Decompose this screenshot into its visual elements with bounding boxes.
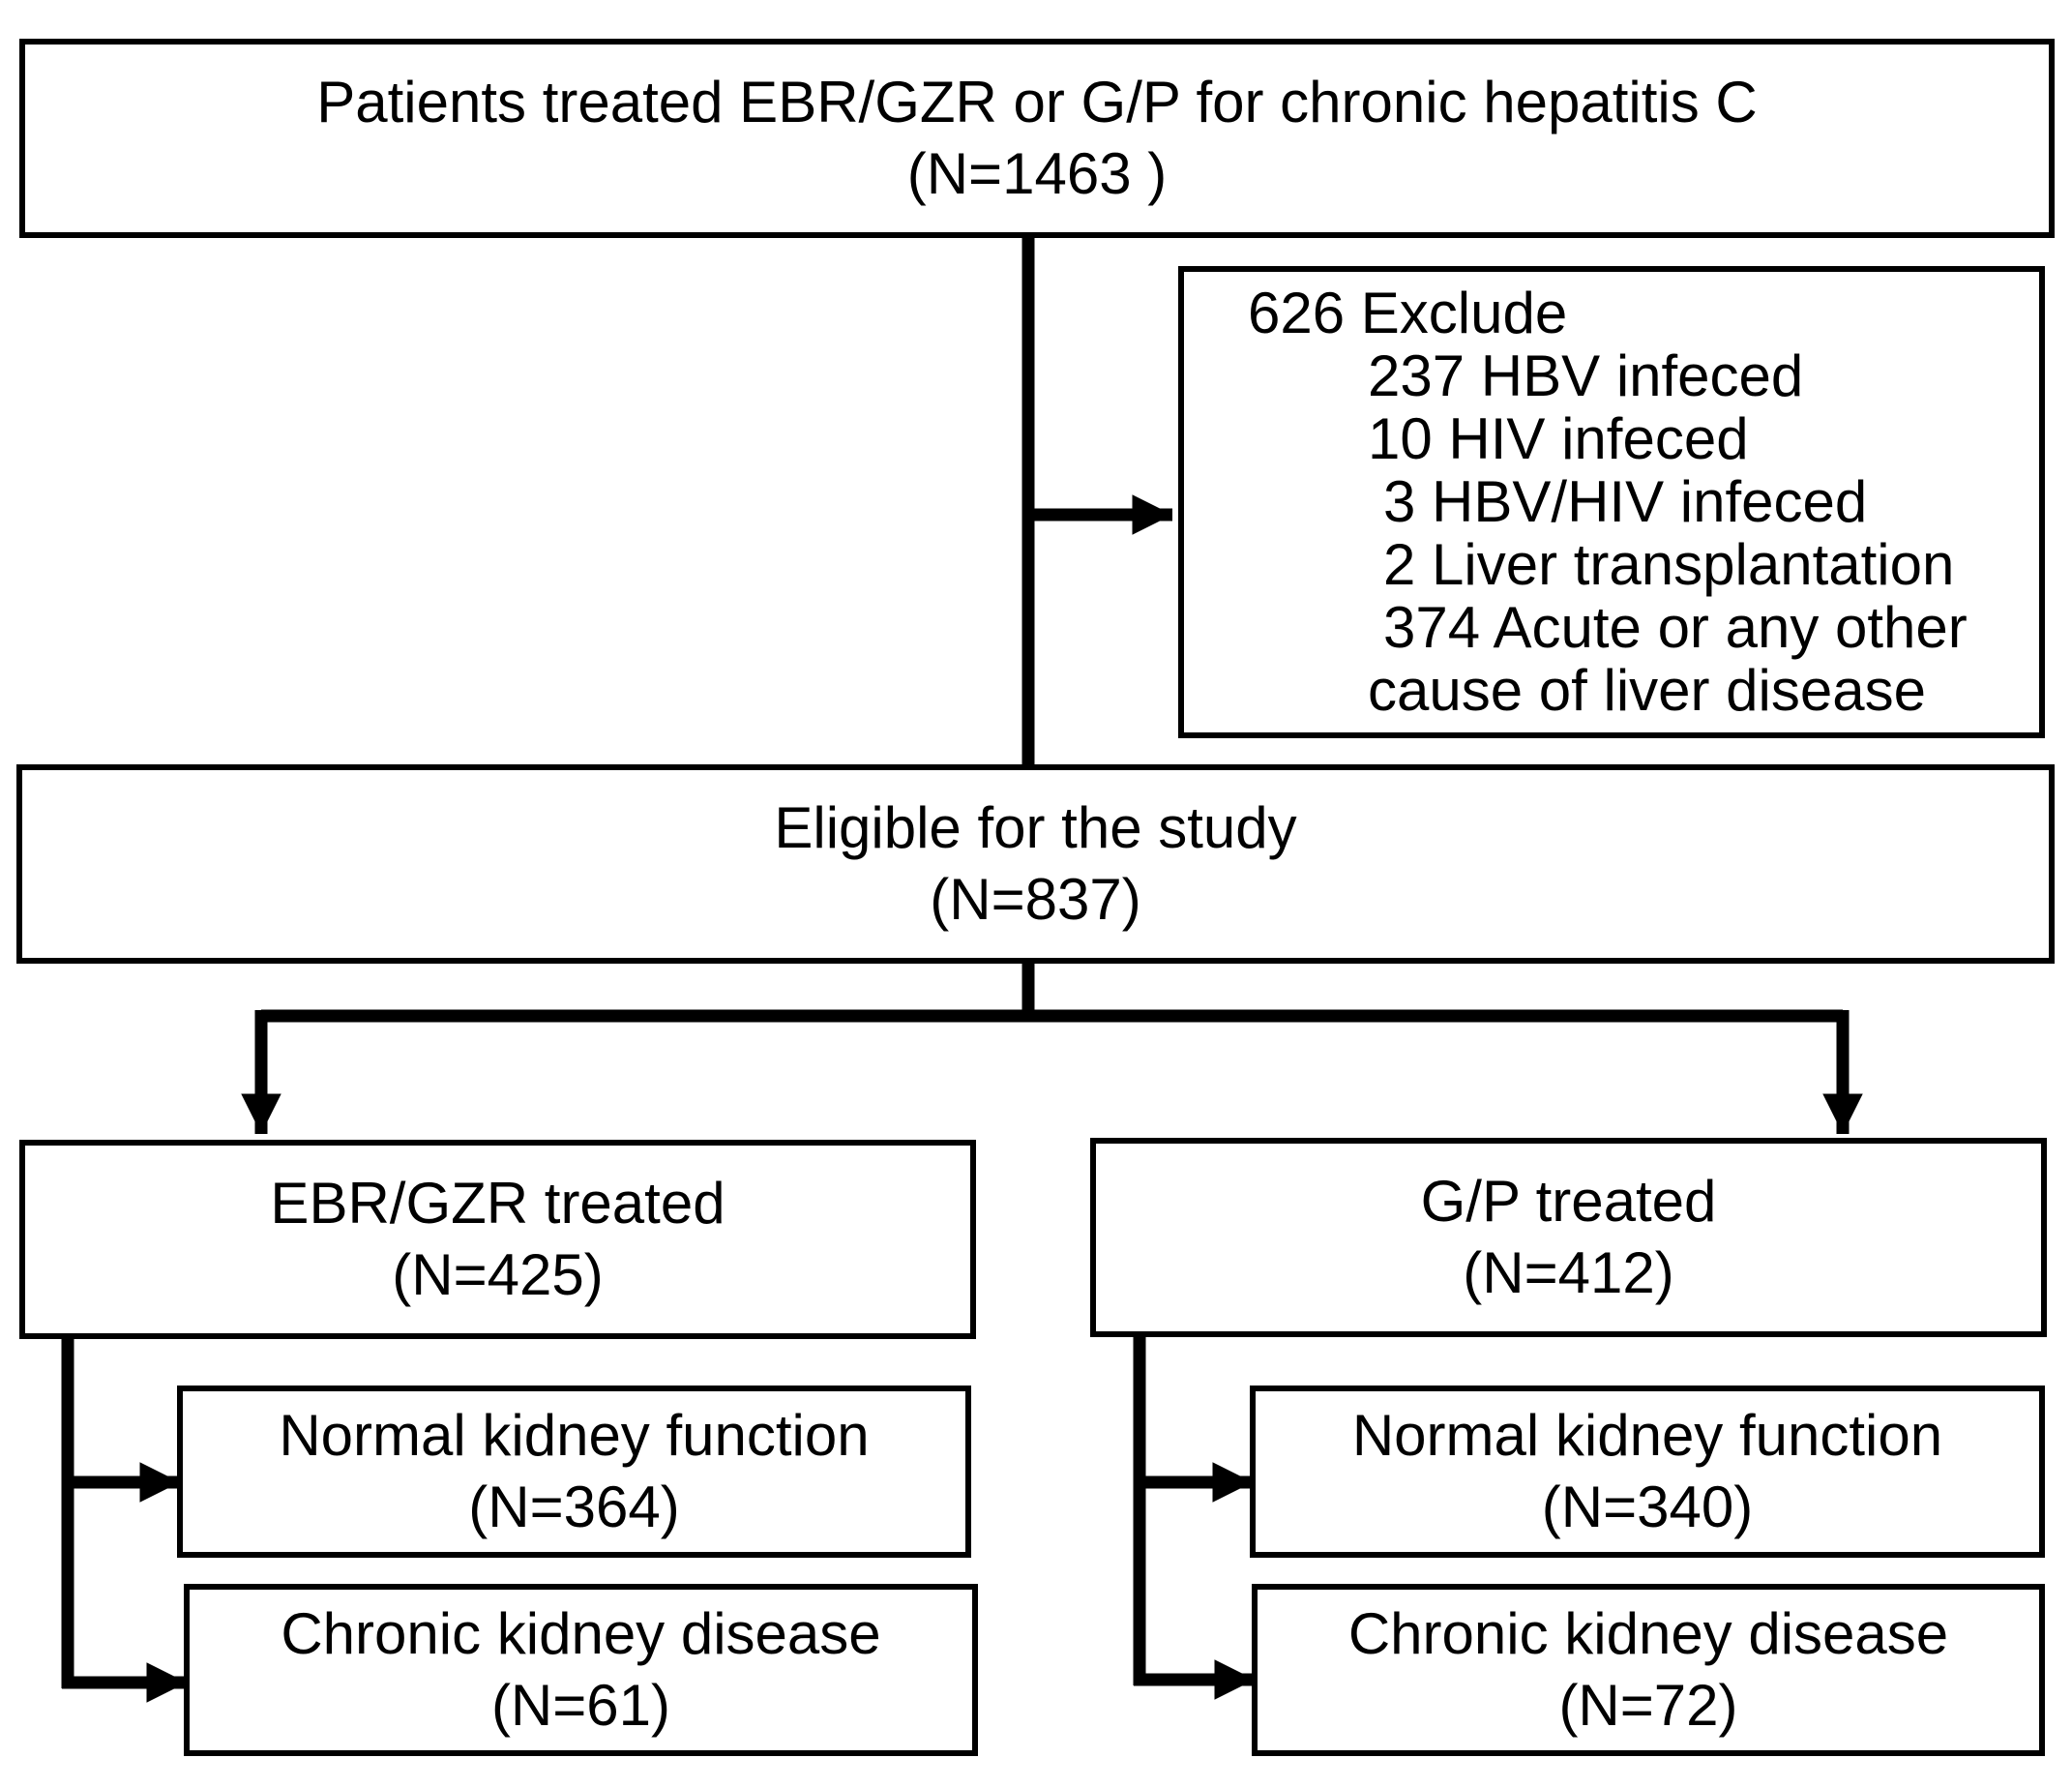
gp-normal-title: Normal kidney function: [1351, 1403, 1943, 1468]
ebr-normal-kidney-box: Normal kidney function (N=364): [177, 1386, 971, 1558]
exclude-box: 626 Exclude 237 HBV infeced 10 HIV infec…: [1178, 266, 2045, 738]
gp-ckd-box: Chronic kidney disease (N=72): [1252, 1584, 2045, 1756]
exclude-item: 374 Acute or any other: [1383, 595, 1968, 660]
ebr-gzr-box: EBR/GZR treated (N=425): [19, 1140, 976, 1339]
patients-count: (N=1463 ): [906, 141, 1168, 206]
exclude-item: 237 HBV infeced: [1368, 343, 1804, 408]
ebr-gzr-count: (N=425): [392, 1242, 604, 1307]
gp-normal-count: (N=340): [1541, 1475, 1754, 1539]
eligible-count: (N=837): [930, 867, 1141, 932]
gp-ckd-title: Chronic kidney disease: [1347, 1601, 1949, 1666]
ebr-normal-count: (N=364): [468, 1475, 680, 1539]
patients-title: Patients treated EBR/GZR or G/P for chro…: [316, 70, 1758, 134]
ebr-ckd-count: (N=61): [490, 1673, 671, 1738]
ebr-ckd-title: Chronic kidney disease: [281, 1601, 881, 1666]
gp-ckd-count: (N=72): [1558, 1673, 1738, 1738]
eligible-title: Eligible for the study: [774, 795, 1297, 860]
exclude-item: 3 HBV/HIV infeced: [1383, 469, 1868, 534]
ebr-gzr-title: EBR/GZR treated: [270, 1171, 725, 1236]
gp-normal-kidney-box: Normal kidney function (N=340): [1250, 1386, 2045, 1558]
ebr-ckd-box: Chronic kidney disease (N=61): [184, 1584, 978, 1756]
ebr-normal-title: Normal kidney function: [279, 1403, 870, 1468]
gp-title: G/P treated: [1420, 1169, 1717, 1234]
exclude-item: 2 Liver transplantation: [1383, 532, 1955, 597]
exclude-title: 626 Exclude: [1248, 281, 1568, 345]
gp-box: G/P treated (N=412): [1090, 1138, 2047, 1337]
gp-count: (N=412): [1463, 1240, 1674, 1305]
exclude-item: 10 HIV infeced: [1368, 406, 1749, 471]
eligible-box: Eligible for the study (N=837): [16, 764, 2055, 964]
patients-box: Patients treated EBR/GZR or G/P for chro…: [19, 39, 2055, 238]
exclude-item: cause of liver disease: [1368, 658, 1926, 723]
